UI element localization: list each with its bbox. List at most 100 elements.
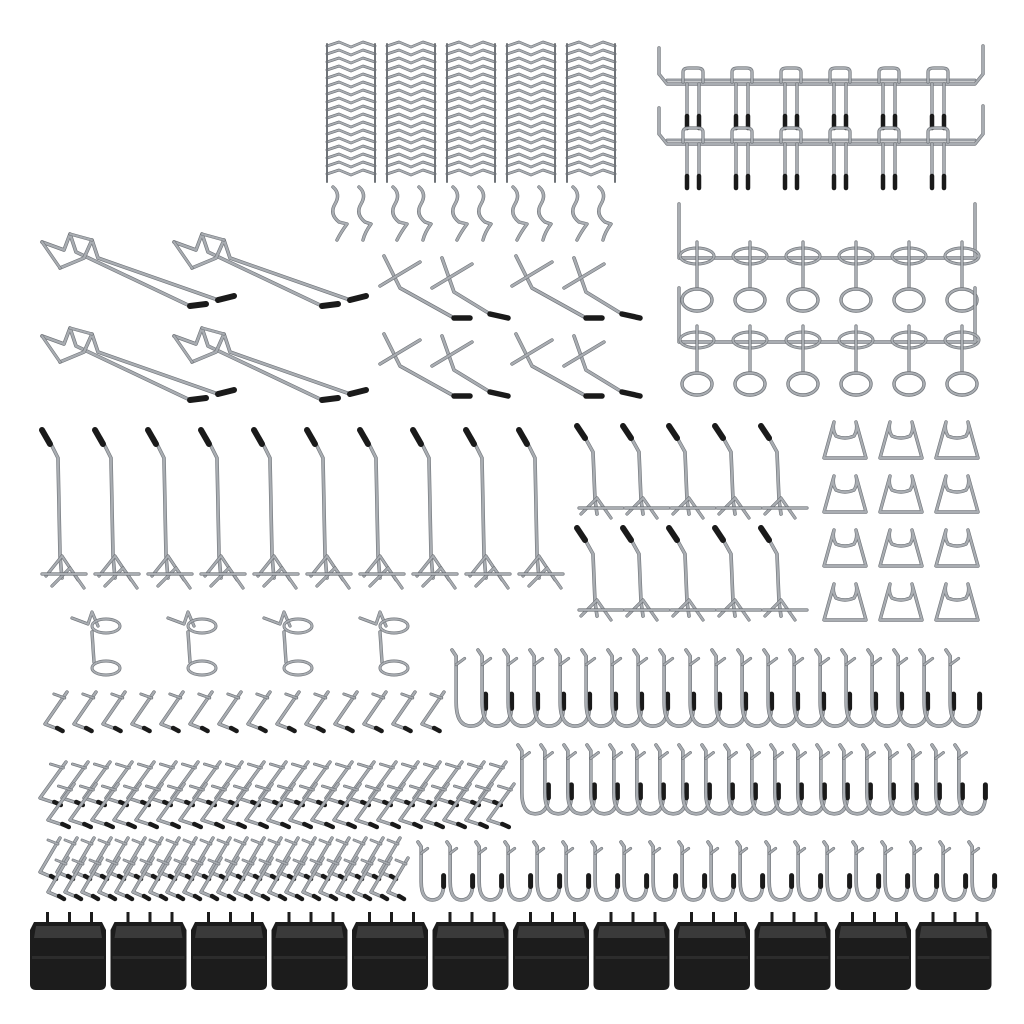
l-hook <box>391 690 417 734</box>
l-hook <box>354 782 384 830</box>
pegboard-bin <box>271 912 348 990</box>
l-hook <box>123 836 147 882</box>
medium-straight-hook <box>712 525 763 622</box>
angled-hooks-group <box>378 254 643 399</box>
bin-clip-stack <box>445 40 497 242</box>
l-hook <box>318 856 342 902</box>
l-hook <box>200 782 230 830</box>
l-hook <box>131 856 155 902</box>
loop-holder <box>934 528 980 568</box>
l-hook <box>442 782 472 830</box>
pegboard-bin <box>674 912 750 990</box>
bin-clip-stack <box>565 40 617 242</box>
ring-strip <box>677 202 981 313</box>
j-hook <box>416 840 447 902</box>
spring-clip-holder <box>358 610 410 677</box>
spring-clip-holder <box>166 610 218 677</box>
l-hook <box>304 690 330 734</box>
angled-hook <box>378 254 511 321</box>
long-straight-hook <box>251 427 300 590</box>
l-hook <box>174 836 198 882</box>
j-hook <box>793 840 824 902</box>
l-hook <box>68 782 98 830</box>
l-hook <box>293 836 317 882</box>
l-hook <box>464 782 494 830</box>
j-hook <box>938 840 969 902</box>
ring-strips-group <box>677 202 981 397</box>
medium-straight-hook <box>758 525 809 622</box>
l-hook <box>46 856 70 902</box>
long-straight-hook <box>304 427 353 590</box>
pegboard-bin <box>191 912 267 990</box>
j-hook <box>619 840 650 902</box>
l-hook <box>159 690 185 734</box>
l-hook <box>217 690 243 734</box>
j-hook <box>445 840 476 902</box>
l-hook <box>46 782 76 830</box>
l-hook <box>156 782 186 830</box>
loop-holder <box>934 474 980 514</box>
l-hook <box>276 836 300 882</box>
pegboard-bin <box>513 912 589 990</box>
hook-strip <box>657 44 985 131</box>
l-hook <box>398 782 428 830</box>
bin-clip-stack <box>385 40 437 242</box>
l-hook <box>165 856 189 902</box>
l-hook <box>246 690 272 734</box>
l-hook <box>188 690 214 734</box>
j-hook <box>764 840 795 902</box>
j-hook <box>953 743 988 816</box>
double-prong-hook <box>172 232 369 309</box>
l-hook <box>288 782 318 830</box>
medium-straight-hook <box>574 525 625 622</box>
long-straight-hook <box>92 427 141 590</box>
pegboard-bin <box>754 912 831 990</box>
l-hook <box>63 856 87 902</box>
l-hook <box>191 836 215 882</box>
ring-strip <box>677 286 981 397</box>
long-straight-hook <box>410 427 459 590</box>
l-hook <box>284 856 308 902</box>
medium-straight-hook <box>712 423 763 520</box>
long-straight-hook <box>357 427 406 590</box>
pegboard-bins-group <box>30 912 992 990</box>
spring-clip-holder <box>262 610 314 677</box>
l-hook <box>352 856 376 902</box>
medium-straight-hook <box>620 423 671 520</box>
long-straight-hook <box>145 427 194 590</box>
j-hook <box>706 840 737 902</box>
l-hook <box>332 782 362 830</box>
medium-straight-hook <box>758 423 809 520</box>
j-hook <box>909 840 940 902</box>
l-hook <box>266 782 296 830</box>
l-hook <box>250 856 274 902</box>
j-hook <box>822 840 853 902</box>
medium-straight-hook <box>620 525 671 622</box>
loop-holders-group <box>822 420 980 622</box>
l-hook <box>43 690 69 734</box>
medium-straight-hook <box>666 525 717 622</box>
pegboard-bin <box>352 912 428 990</box>
bin-clips-group <box>325 40 617 242</box>
hook-strips-group <box>657 44 985 191</box>
l-hook <box>148 856 172 902</box>
l-hook <box>112 782 142 830</box>
j-hook <box>851 840 882 902</box>
l-hook <box>222 782 252 830</box>
pegboard-bin <box>110 912 187 990</box>
j-hook <box>532 840 563 902</box>
loop-holder <box>822 582 868 622</box>
j-hook <box>590 840 621 902</box>
l-hook <box>216 856 240 902</box>
l-hook <box>259 836 283 882</box>
l-hook <box>275 690 301 734</box>
l-hook <box>80 856 104 902</box>
pegboard-bin <box>835 912 911 990</box>
j-hook <box>677 840 708 902</box>
loop-holder <box>878 474 924 514</box>
l-hook <box>130 690 156 734</box>
spring-clip-holder <box>70 610 122 677</box>
l-hook <box>182 856 206 902</box>
